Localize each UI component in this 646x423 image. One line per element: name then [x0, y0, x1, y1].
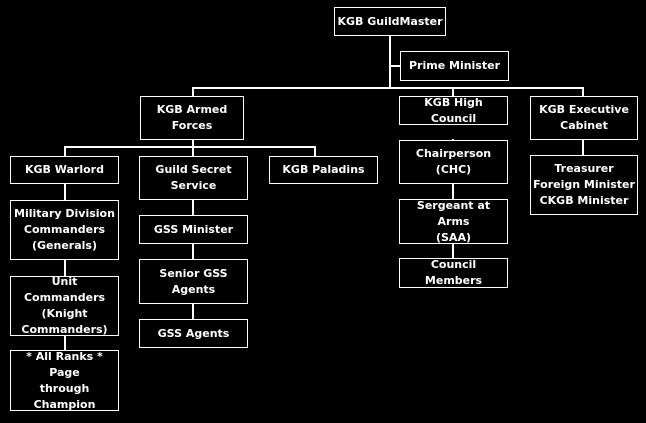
- connector-line: [192, 243, 194, 259]
- node-armed-forces: KGB Armed Forces: [140, 96, 244, 140]
- connector-line: [192, 139, 194, 147]
- connector-line: [582, 87, 584, 97]
- node-gss-minister: GSS Minister: [139, 215, 248, 244]
- connector-line: [192, 87, 194, 97]
- node-all-ranks: * All Ranks * Page through Champion: [10, 350, 119, 411]
- connector-line: [64, 259, 66, 277]
- node-warlord: KGB Warlord: [10, 156, 119, 184]
- connector-line: [192, 199, 194, 216]
- connector-line: [391, 65, 400, 67]
- connector-line: [452, 87, 454, 97]
- node-sergeant-at-arms: Sergeant at Arms (SAA): [399, 199, 508, 244]
- node-cabinet-members: Treasurer Foreign Minister CKGB Minister: [530, 155, 638, 215]
- connector-line: [389, 35, 391, 87]
- node-military-division-commanders: Military Division Commanders (Generals): [10, 200, 119, 260]
- node-guild-secret-service: Guild Secret Service: [139, 156, 248, 200]
- connector-line: [314, 146, 316, 157]
- node-prime-minister: Prime Minister: [400, 51, 509, 81]
- connector-line: [64, 146, 316, 148]
- node-executive-cabinet: KGB Executive Cabinet: [530, 96, 638, 140]
- node-gss-agents: GSS Agents: [139, 319, 248, 348]
- connector-line: [452, 243, 454, 259]
- connector-line: [192, 146, 194, 157]
- node-paladins: KGB Paladins: [269, 156, 378, 184]
- node-high-council: KGB High Council: [399, 96, 508, 125]
- connector-line: [64, 146, 66, 157]
- node-council-members: Council Members: [399, 258, 508, 288]
- connector-line: [452, 183, 454, 200]
- connector-line: [192, 87, 584, 89]
- connector-line: [64, 183, 66, 201]
- connector-line: [582, 139, 584, 156]
- node-unit-commanders: Unit Commanders (Knight Commanders): [10, 275, 119, 336]
- node-senior-gss-agents: Senior GSS Agents: [139, 259, 248, 304]
- node-chairperson: Chairperson (CHC): [399, 140, 508, 184]
- connector-line: [192, 303, 194, 320]
- node-guildmaster: KGB GuildMaster: [334, 7, 446, 36]
- connector-line: [64, 335, 66, 351]
